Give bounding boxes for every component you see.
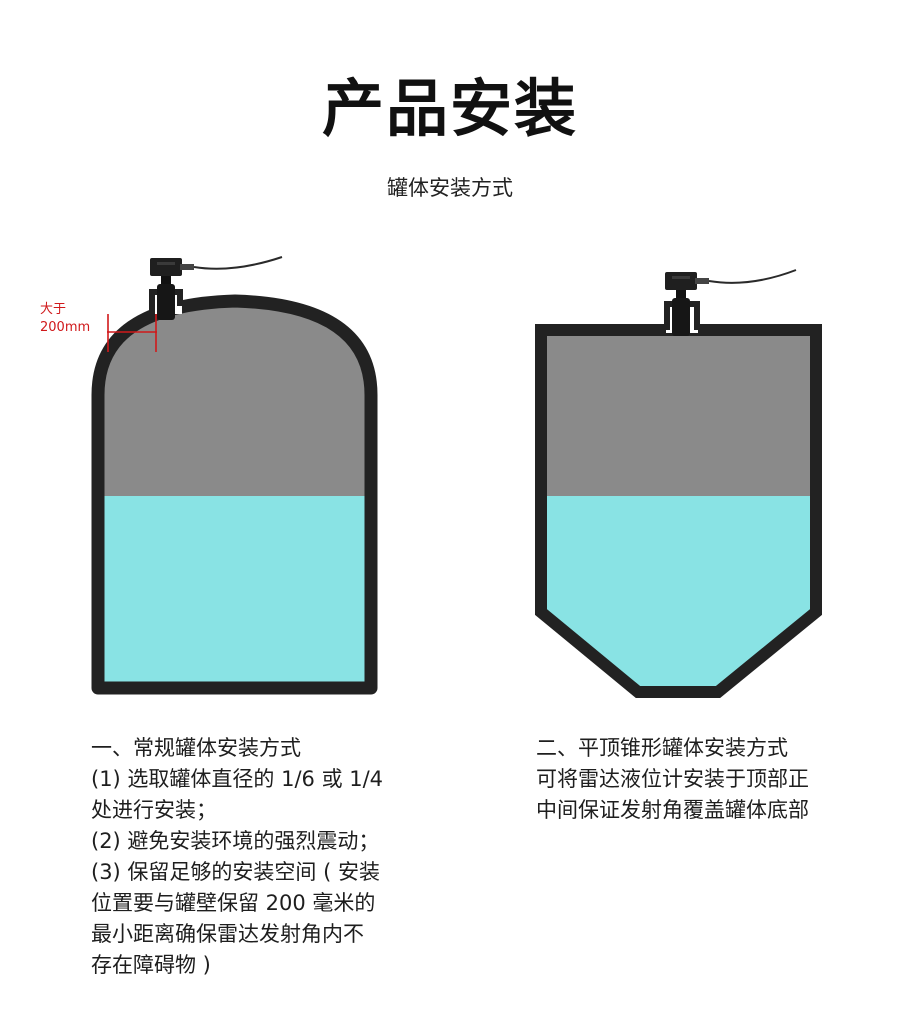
- tank-left-gas-space: [98, 301, 371, 496]
- tank-left-liquid: [98, 496, 371, 688]
- method1-line: 存在障碍物 ): [91, 953, 211, 977]
- radar-sensor-left-icon: [150, 256, 283, 320]
- clearance-note-line1: 大于: [40, 302, 67, 317]
- method2-line: 中间保证发射角覆盖罐体底部: [536, 798, 809, 822]
- clearance-dimension-marker: [107, 314, 157, 352]
- method1-description: 一、常规罐体安装方式 (1) 选取罐体直径的 1/6 或 1/4 处进行安装； …: [91, 733, 383, 981]
- clearance-note: 大于 200mm: [40, 301, 90, 337]
- method1-line: 处进行安装；: [91, 798, 217, 822]
- method2-line: 可将雷达液位计安装于顶部正: [536, 767, 809, 791]
- tank-right: [535, 269, 822, 698]
- method1-line: (2) 避免安装环境的强烈震动；: [91, 829, 380, 853]
- method2-description: 二、平顶锥形罐体安装方式 可将雷达液位计安装于顶部正 中间保证发射角覆盖罐体底部: [536, 733, 809, 826]
- method1-line: (3) 保留足够的安装空间 ( 安装: [91, 860, 380, 884]
- method1-line: (1) 选取罐体直径的 1/6 或 1/4: [91, 767, 384, 791]
- method1-line: 最小距离确保雷达发射角内不: [91, 922, 364, 946]
- clearance-note-line2: 200mm: [40, 320, 91, 335]
- page-subtitle: 罐体安装方式: [387, 176, 513, 200]
- method1-line: 位置要与罐壁保留 200 毫米的: [91, 891, 376, 915]
- tank-right-wall: [535, 324, 822, 698]
- page-title: 产品安装: [321, 72, 578, 145]
- tank-left: [91, 256, 378, 695]
- tank-right-gas-space: [541, 330, 816, 496]
- radar-sensor-right-icon: [665, 269, 797, 336]
- method2-heading: 二、平顶锥形罐体安装方式: [536, 736, 788, 760]
- method1-heading: 一、常规罐体安装方式: [91, 736, 301, 760]
- tank-right-liquid: [541, 496, 816, 692]
